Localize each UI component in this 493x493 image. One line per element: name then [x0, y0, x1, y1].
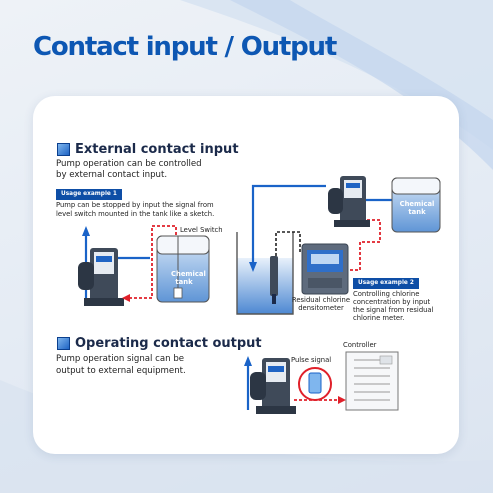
- operating-description-line1: Pump operation signal can be: [56, 354, 185, 364]
- usage-example-2-line1: Controlling chlorine: [353, 290, 420, 298]
- page-title: Contact input / Output: [33, 32, 337, 62]
- usage-example-1-line2: level switch mounted in the tank like a …: [56, 210, 215, 218]
- densitometer-label-line1: Residual chlorine: [291, 296, 351, 304]
- arrow-up-icon: [244, 356, 252, 366]
- water-tank-icon: [236, 232, 294, 315]
- densitometer-icon: [301, 243, 349, 295]
- pump-3-icon: [250, 358, 296, 414]
- external-description-line2: by external contact input.: [56, 170, 168, 180]
- pump-2-icon: [328, 176, 370, 227]
- operating-description-line2: output to external equipment.: [56, 366, 186, 376]
- level-switch-label: Level Switch: [180, 226, 223, 234]
- arrow-down-icon: [249, 262, 257, 272]
- pulse-signal-label: Pulse signal: [291, 356, 332, 364]
- controller-icon: [345, 351, 399, 411]
- usage-example-2-line2: concentration by input: [353, 298, 431, 306]
- signal-line-1: [124, 225, 177, 299]
- external-contact-heading: External contact input: [57, 142, 239, 157]
- chemical-tank-1-label-line2: tank: [175, 278, 193, 286]
- arrow-left-icon: [122, 294, 130, 302]
- chemical-tank-2-label-line2: tank: [408, 208, 426, 216]
- chemical-tank-2-label-line1: Chemical: [399, 200, 435, 208]
- sensor-cable: [275, 231, 301, 256]
- chemical-tank-2-icon: [391, 177, 441, 233]
- operating-contact-heading-text: Operating contact output: [75, 336, 262, 351]
- injection-pipe-2: [251, 184, 326, 266]
- usage-example-2-line4: chlorine meter.: [353, 314, 405, 322]
- external-contact-heading-text: External contact input: [75, 142, 239, 157]
- usage-example-1-line1: Pump can be stopped by input the signal …: [56, 201, 214, 209]
- pump-1-icon: [78, 248, 124, 306]
- usage-example-1-badge: Usage example 1: [56, 189, 122, 200]
- section-square-icon: [57, 143, 70, 156]
- signal-line-2: [350, 219, 381, 271]
- usage-example-2-badge: Usage example 2: [353, 278, 419, 289]
- sensor-probe-icon: [270, 256, 278, 304]
- arrow-up-icon: [82, 226, 90, 236]
- usage-example-2-line3: the signal from residual: [353, 306, 434, 314]
- pulse-signal-icon: [298, 367, 332, 401]
- section-square-icon: [57, 337, 70, 350]
- controller-label: Controller: [343, 341, 377, 349]
- chemical-tank-1-icon: [156, 235, 210, 303]
- external-description-line1: Pump operation can be controlled: [56, 159, 202, 169]
- densitometer-label-line2: densitometer: [298, 304, 344, 312]
- operating-contact-heading: Operating contact output: [57, 336, 262, 351]
- arrow-right-icon: [338, 396, 346, 404]
- chemical-tank-1-label-line1: Chemical: [171, 270, 206, 278]
